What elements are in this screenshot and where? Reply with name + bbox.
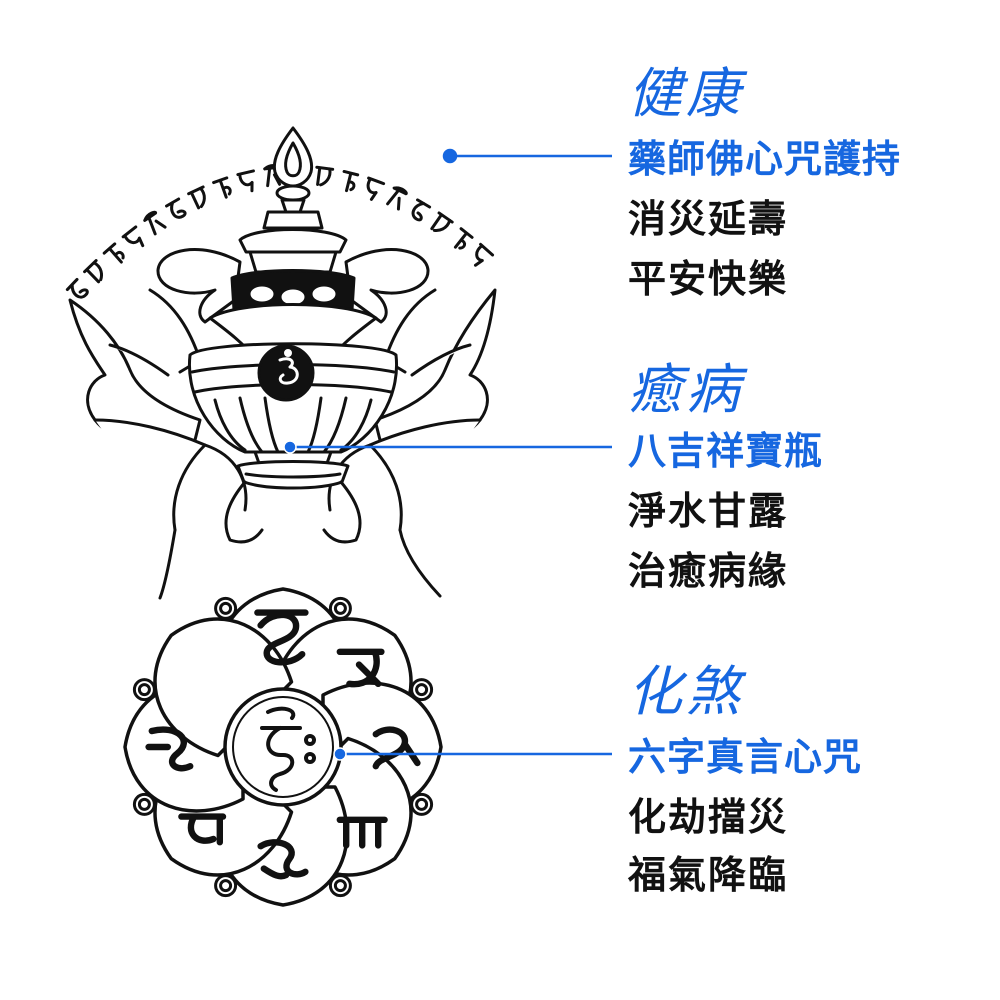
tibetan-glyph xyxy=(187,185,206,210)
lotus-dot-inner xyxy=(415,683,429,697)
petal-syllable-icon xyxy=(254,609,309,666)
tibetan-glyph xyxy=(165,197,187,219)
section-line: 化劫擋災 xyxy=(628,795,789,839)
lotus-dot-inner xyxy=(137,797,151,811)
section-line: 福氣降臨 xyxy=(628,853,789,897)
tibetan-glyph xyxy=(212,176,232,199)
petal-syllable-icon xyxy=(145,726,194,772)
lotus-dot-inner xyxy=(333,879,347,893)
tibetan-glyph xyxy=(411,198,432,222)
six-syllable-lotus xyxy=(123,587,443,907)
tibetan-glyph xyxy=(121,225,145,248)
left-hand-icon xyxy=(68,288,248,600)
lotus-dot-inner xyxy=(137,683,151,697)
tibetan-glyph xyxy=(143,210,167,236)
section-line: 淨水甘露 xyxy=(628,489,789,533)
section-line: 平安快樂 xyxy=(628,257,789,301)
section-title: 化煞 xyxy=(628,660,744,723)
section-heading: 八吉祥寶瓶 xyxy=(628,429,824,473)
tibetan-glyph xyxy=(453,227,474,250)
tibetan-glyph xyxy=(366,176,386,201)
tibetan-mantra-arc xyxy=(65,163,495,299)
hri-seed-syllable-icon xyxy=(260,706,316,792)
tibetan-glyph xyxy=(83,259,103,284)
lotus-dot-inner xyxy=(219,601,233,615)
leader-lines xyxy=(283,148,612,761)
section-title: 癒病 xyxy=(628,358,744,421)
petal-syllable-icon xyxy=(336,816,388,849)
tibetan-glyph xyxy=(65,277,89,299)
section-heading: 藥師佛心咒護持 xyxy=(628,137,902,181)
section-line: 消災延壽 xyxy=(628,197,789,241)
tibetan-glyph xyxy=(236,169,255,193)
petal-syllable-icon xyxy=(178,813,227,846)
tibetan-glyph xyxy=(315,165,335,187)
petal-syllable-icon xyxy=(257,839,309,880)
section-heading: 六字真言心咒 xyxy=(628,735,863,779)
section-title: 健康 xyxy=(628,62,744,125)
tibetan-glyph xyxy=(386,186,408,211)
lotus-dot-inner xyxy=(219,879,233,893)
tibetan-glyph xyxy=(342,169,360,193)
lotus-dot-inner xyxy=(333,601,347,615)
section-line: 治癒病緣 xyxy=(628,549,789,593)
petal-syllable-icon xyxy=(336,648,385,688)
treasure-vase xyxy=(156,126,430,490)
om-seed-syllable-medallion xyxy=(257,344,315,402)
lotus-center-disc xyxy=(223,687,343,807)
tibetan-glyph xyxy=(430,211,454,232)
tibetan-glyph xyxy=(473,242,495,267)
lotus-dot-inner xyxy=(415,797,429,811)
robe-sleeves xyxy=(224,480,362,544)
tibetan-glyph xyxy=(102,242,125,264)
